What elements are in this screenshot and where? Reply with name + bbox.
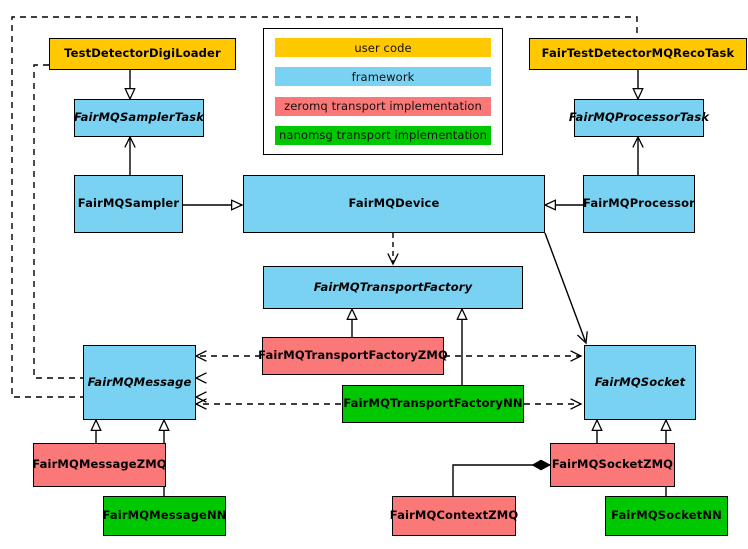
node-fair-mq-sampler-task[interactable]: FairMQSamplerTask xyxy=(74,99,204,137)
legend-item-zeromq-transport: zeromq transport implementation xyxy=(275,96,491,116)
edge-device-to-socket xyxy=(544,232,586,343)
node-test-detector-digi-loader[interactable]: TestDetectorDigiLoader xyxy=(49,38,236,70)
node-fair-mq-socket-nn[interactable]: FairMQSocketNN xyxy=(605,496,728,536)
legend-item-framework: framework xyxy=(275,67,491,87)
edge-contextzmq-aggregated-by-socketzmq xyxy=(452,465,550,496)
node-label: TestDetectorDigiLoader xyxy=(64,46,221,61)
legend: user code framework zeromq transport imp… xyxy=(263,28,503,155)
node-fair-mq-processor[interactable]: FairMQProcessor xyxy=(583,175,695,233)
legend-label: framework xyxy=(351,69,415,84)
node-label: FairMQDevice xyxy=(348,196,440,211)
node-label: FairMQSocketNN xyxy=(611,508,722,523)
node-fair-mq-transport-factory-zmq[interactable]: FairMQTransportFactoryZMQ xyxy=(258,337,448,375)
node-label: FairMQTransportFactoryNN xyxy=(343,396,523,411)
node-fair-test-detector-mq-reco-task[interactable]: FairTestDetectorMQRecoTask xyxy=(529,38,747,70)
node-fair-mq-message[interactable]: FairMQMessage xyxy=(83,345,196,420)
node-label: FairMQProcessorTask xyxy=(568,110,710,125)
node-label: FairMQSamplerTask xyxy=(73,110,205,125)
node-label: FairMQTransportFactory xyxy=(313,279,473,294)
node-label: FairTestDetectorMQRecoTask xyxy=(541,46,735,61)
node-label: FairMQMessage xyxy=(87,374,192,389)
node-label: FairMQSocketZMQ xyxy=(551,457,674,472)
node-label: FairMQTransportFactoryZMQ xyxy=(258,348,448,363)
node-fair-mq-message-zmq[interactable]: FairMQMessageZMQ xyxy=(32,443,167,487)
node-fair-mq-sampler[interactable]: FairMQSampler xyxy=(74,175,183,233)
node-fair-mq-message-nn[interactable]: FairMQMessageNN xyxy=(103,496,226,536)
node-fair-mq-processor-task[interactable]: FairMQProcessorTask xyxy=(569,99,709,137)
node-label: FairMQSampler xyxy=(77,196,180,211)
node-label: FairMQContextZMQ xyxy=(389,508,519,523)
legend-label: user code xyxy=(354,40,412,55)
legend-label: nanomsg transport implementation xyxy=(279,128,487,143)
node-fair-mq-socket-zmq[interactable]: FairMQSocketZMQ xyxy=(550,443,675,487)
node-fair-mq-context-zmq[interactable]: FairMQContextZMQ xyxy=(389,496,519,536)
node-fair-mq-device[interactable]: FairMQDevice xyxy=(243,175,545,233)
node-label: FairMQProcessor xyxy=(583,196,695,211)
legend-item-user-code: user code xyxy=(275,38,491,57)
node-fair-mq-transport-factory[interactable]: FairMQTransportFactory xyxy=(263,266,523,309)
legend-label: zeromq transport implementation xyxy=(284,99,482,114)
node-label: FairMQMessageZMQ xyxy=(32,457,167,472)
node-label: FairMQMessageNN xyxy=(102,508,227,523)
node-fair-mq-transport-factory-nn[interactable]: FairMQTransportFactoryNN xyxy=(342,385,524,423)
node-label: FairMQSocket xyxy=(594,374,686,389)
legend-item-nanomsg-transport: nanomsg transport implementation xyxy=(275,125,491,145)
node-fair-mq-socket[interactable]: FairMQSocket xyxy=(584,345,696,420)
